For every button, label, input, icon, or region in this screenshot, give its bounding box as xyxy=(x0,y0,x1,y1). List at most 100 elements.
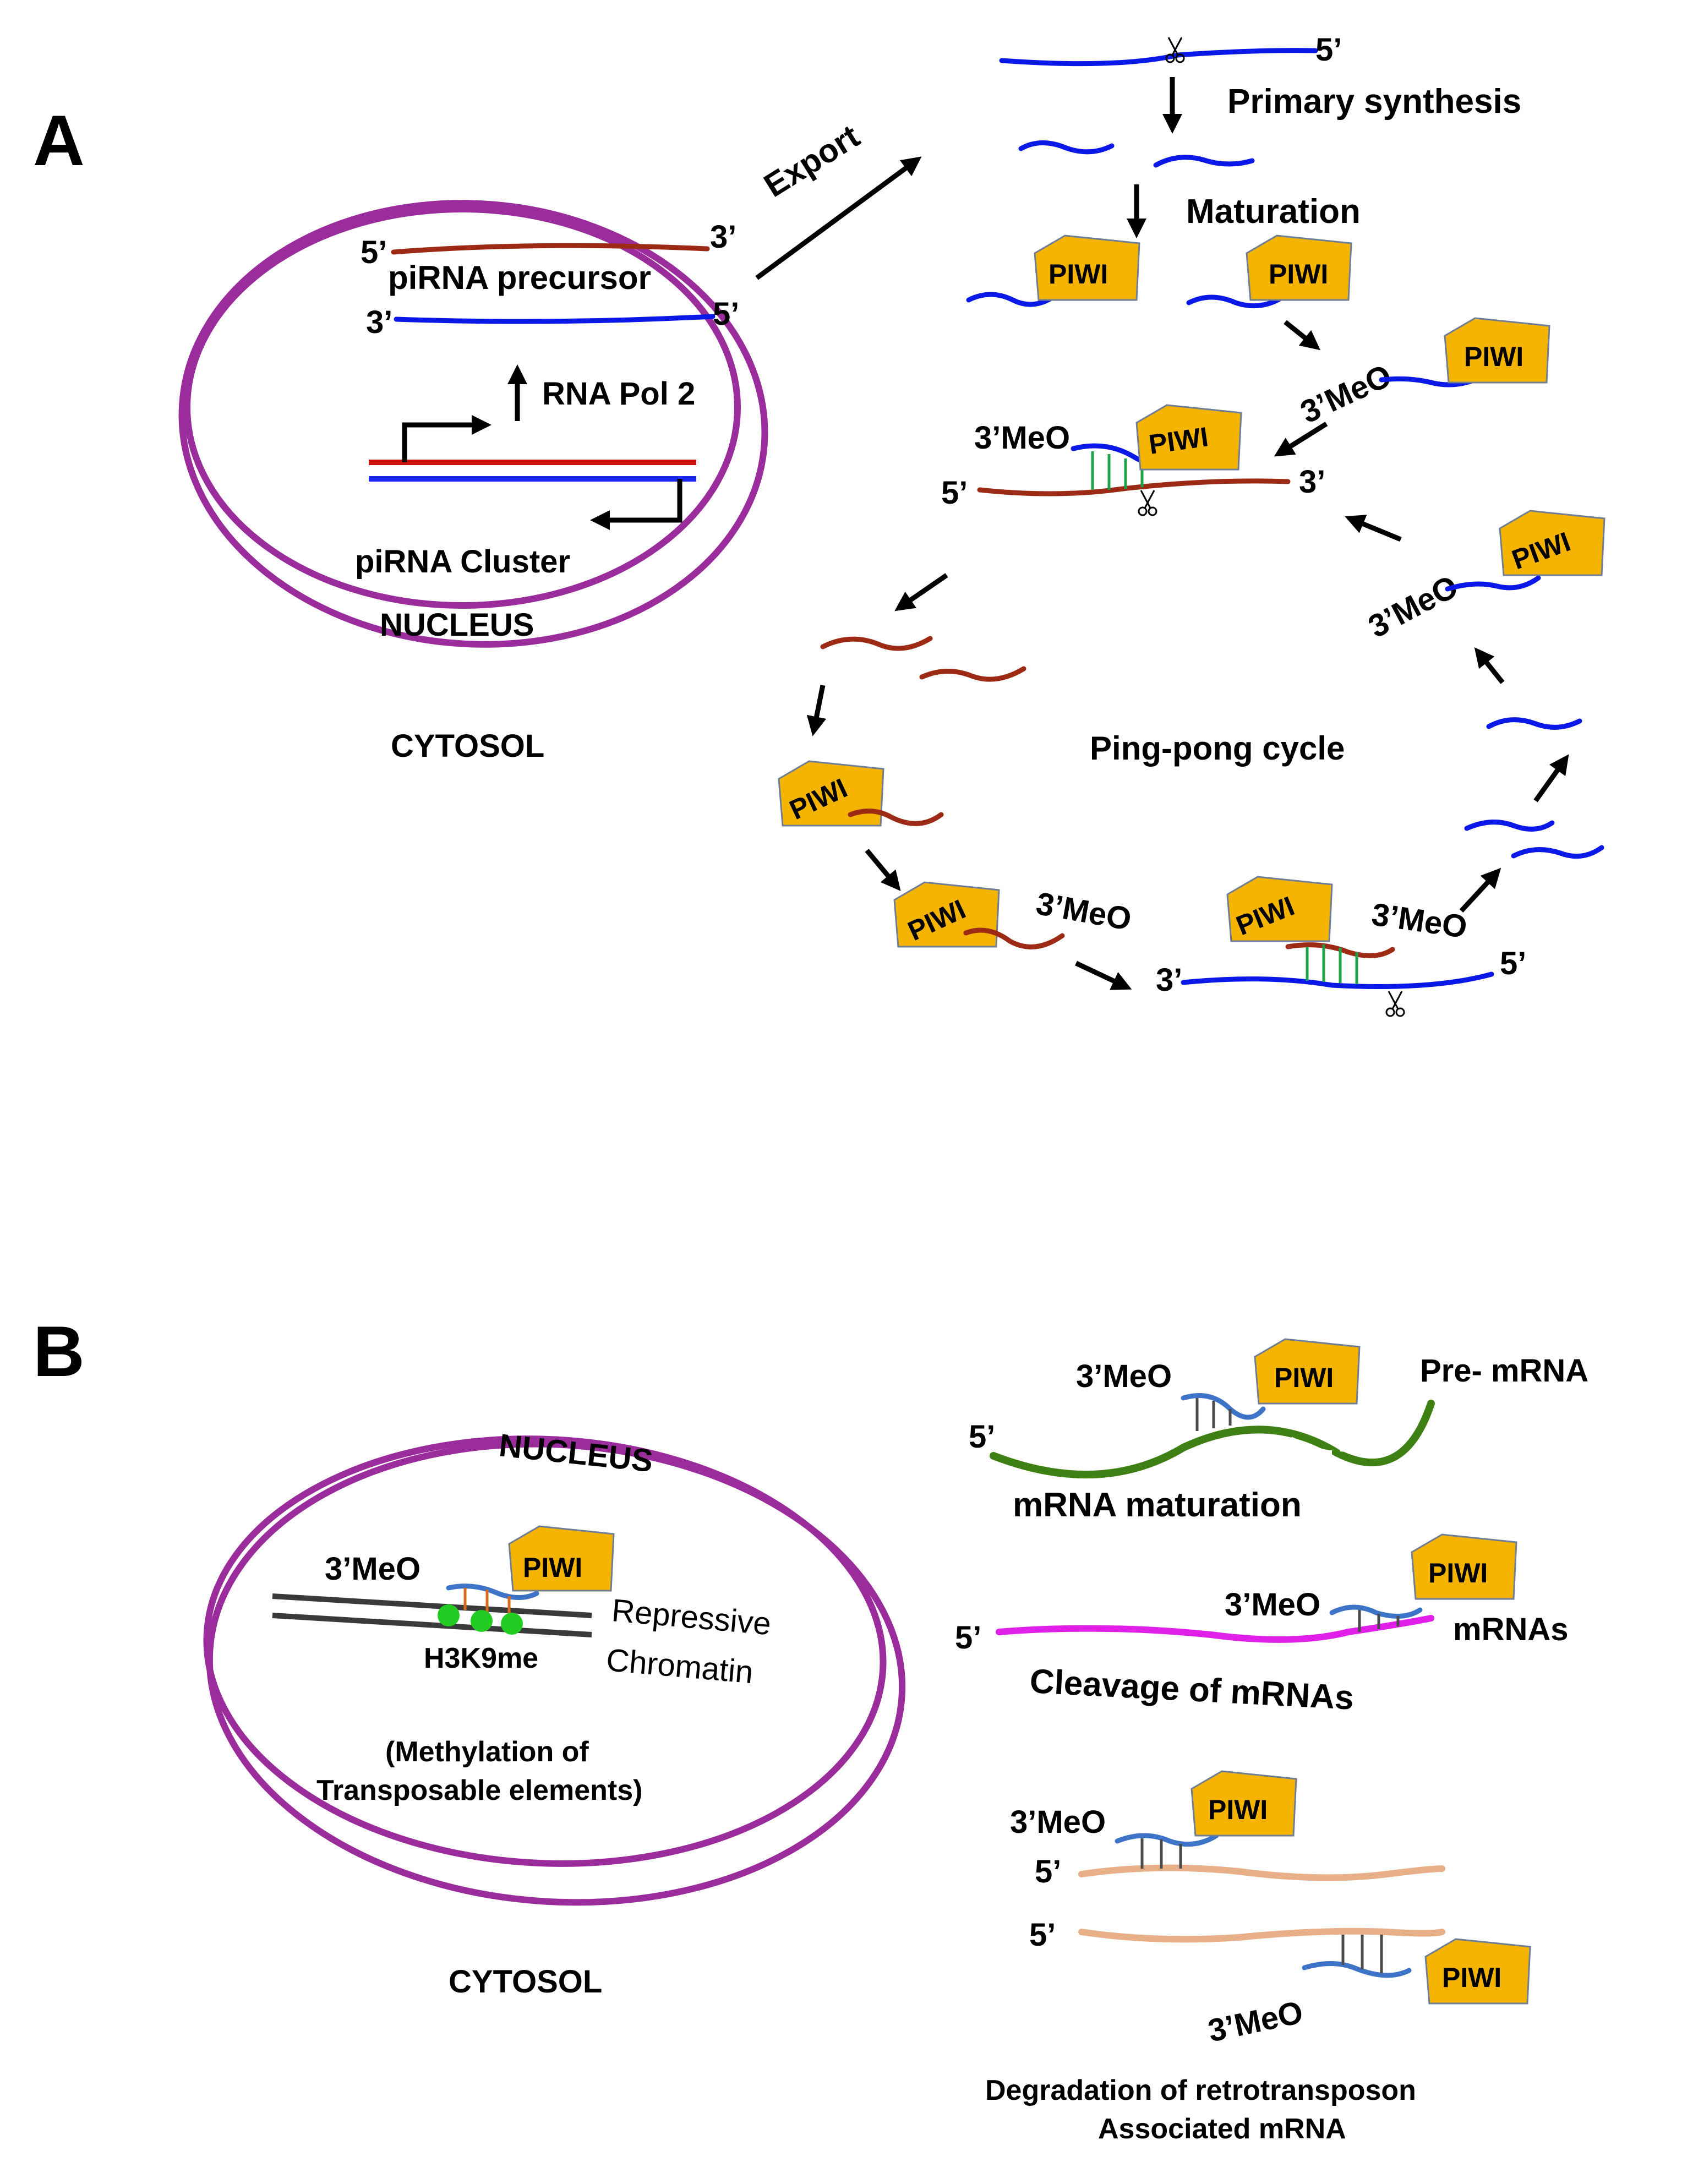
h3k9-label: H3K9me xyxy=(424,1642,538,1674)
target-red-transcript xyxy=(977,478,1291,496)
mrna-five-prime: 5’ xyxy=(955,1620,981,1656)
mrnas-label: mRNAs xyxy=(1453,1612,1569,1647)
cycle-arrow-icon xyxy=(1459,867,1501,913)
piwi-label: PIWI xyxy=(1208,1794,1268,1825)
chromatin-strand-1 xyxy=(272,1593,592,1618)
bound-pirna-bottom xyxy=(1285,942,1395,958)
primary-transcript xyxy=(999,48,1318,67)
precursor-red-strand xyxy=(391,243,710,255)
premrna-label: Pre- mRNA xyxy=(1420,1353,1588,1389)
methylated-pirna-right xyxy=(1445,575,1541,592)
mrna-maturation-label: mRNA maturation xyxy=(1013,1486,1302,1524)
precursor-blue-strand xyxy=(394,314,716,324)
methyl-label: 3’MeO xyxy=(974,420,1070,456)
methyl-label: 3’MeO xyxy=(1034,886,1134,937)
mature-pirna-1 xyxy=(966,292,1060,307)
target-blue-transcript xyxy=(1181,971,1494,989)
retro-five-prime-2: 5’ xyxy=(1029,1917,1056,1953)
cytosol-label-b: CYTOSOL xyxy=(449,1964,602,2000)
methyl-label: 3’MeO xyxy=(1225,1587,1320,1623)
chromatin-label: Chromatin xyxy=(605,1642,755,1690)
blue-fragment-3 xyxy=(1511,845,1604,859)
red-fragment-2 xyxy=(919,666,1026,682)
premrna-pairs xyxy=(1195,1398,1232,1431)
mrna-magenta xyxy=(996,1615,1434,1643)
cycle-arrow-icon xyxy=(1533,754,1569,802)
piwi-label: PIWI xyxy=(1269,259,1328,290)
pre-mrna xyxy=(990,1400,1435,1479)
chromatin-pairs xyxy=(463,1588,511,1614)
scissors-icon xyxy=(1138,489,1157,516)
retro-mrna-1 xyxy=(1078,1864,1445,1881)
export-arrow-icon xyxy=(755,156,922,280)
base-pairs-bottom xyxy=(1306,944,1358,984)
h3k9-marks xyxy=(438,1604,523,1635)
methyl-label: 3’MeO xyxy=(1076,1358,1172,1394)
base-pairs-top xyxy=(1091,451,1144,490)
red-fragment-1 xyxy=(820,636,933,651)
mrna-pairs xyxy=(1358,1610,1400,1632)
piwi-label: PIWI xyxy=(523,1552,582,1583)
cycle-arrow-icon xyxy=(1345,515,1402,542)
rna-pol-label: RNA Pol 2 xyxy=(542,376,695,412)
nucleus-label-a: NUCLEUS xyxy=(380,607,534,643)
cycle-arrow-icon xyxy=(1274,422,1328,457)
degradation-label-1: Degradation of retrotransposon xyxy=(985,2074,1416,2106)
red-pirna-methylated xyxy=(963,927,1065,949)
target-five-prime: 5’ xyxy=(941,475,968,511)
methylation-label-1: (Methylation of xyxy=(385,1736,589,1768)
cycle-arrow-icon xyxy=(865,849,901,891)
red-pirna-loading xyxy=(848,809,944,826)
retro-pairs-1 xyxy=(1140,1838,1182,1869)
mature-pirna-2 xyxy=(1186,294,1285,309)
nucleus-membrane-b xyxy=(203,1435,906,1906)
piwi-label: PIWI xyxy=(1428,1558,1488,1588)
precursor-five-prime: 5’ xyxy=(361,234,387,270)
cycle-arrow-icon xyxy=(1284,320,1321,351)
cycle-arrow-icon xyxy=(806,685,827,736)
methyl-label: 3’MeO xyxy=(1363,568,1464,645)
chromatin-strand-2 xyxy=(272,1613,592,1637)
piwi-label: PIWI xyxy=(1048,259,1108,290)
cytosol-label-a: CYTOSOL xyxy=(391,728,544,764)
methyl-label: 3’MeO xyxy=(325,1551,420,1587)
retro-pirna-2 xyxy=(1302,1961,1412,1978)
nucleus-label-b: NUCLEUS xyxy=(498,1427,655,1479)
cleavage-label: Cleavage of mRNAs xyxy=(1029,1662,1355,1717)
panel-a-label: A xyxy=(33,100,85,181)
methylated-pirna-1 xyxy=(1379,376,1478,387)
cycle-arrow-icon xyxy=(894,573,948,611)
promoter-arrow-reverse-icon xyxy=(590,479,682,530)
nucleus-membrane-a xyxy=(178,200,768,648)
methyl-label: 3’MeO xyxy=(1295,357,1397,430)
export-label: Export xyxy=(757,118,866,205)
maturation-label: Maturation xyxy=(1186,193,1361,231)
bottom-three-prime: 3’ xyxy=(1156,962,1182,998)
scissors-icon xyxy=(1385,990,1405,1017)
premrna-pirna xyxy=(1181,1393,1266,1420)
panel-b-label: B xyxy=(33,1311,85,1391)
blue-fragment-1 xyxy=(1486,717,1582,730)
methylation-label-2: Transposable elements) xyxy=(316,1774,642,1806)
repressive-label: Repressive xyxy=(610,1592,773,1642)
piwi-label: PIWI xyxy=(1464,341,1523,372)
cycle-arrow-icon xyxy=(1075,960,1132,990)
retro-pirna-1 xyxy=(1115,1833,1219,1847)
chromatin-pirna xyxy=(446,1584,539,1600)
promoter-arrow-forward-icon xyxy=(402,415,492,462)
degradation-label-2: Associated mRNA xyxy=(1098,2113,1346,2145)
methyl-label: 3’MeO xyxy=(1205,1994,1306,2049)
fragment-1 xyxy=(1018,140,1115,155)
methyl-label: 3’MeO xyxy=(1369,897,1469,946)
precursor-three-prime: 3’ xyxy=(710,219,736,255)
primary-synthesis-label: Primary synthesis xyxy=(1227,83,1521,121)
retro-pairs-2 xyxy=(1341,1935,1383,1973)
piwi-label: PIWI xyxy=(1274,1362,1334,1393)
fragment-2 xyxy=(1153,155,1255,168)
blue-fragment-2 xyxy=(1464,820,1555,832)
pirna-cluster-label: piRNA Cluster xyxy=(355,544,570,580)
methyl-label: 3’MeO xyxy=(1010,1804,1106,1840)
cycle-arrow-icon xyxy=(1474,647,1505,684)
retro-mrna-2 xyxy=(1078,1928,1445,1943)
